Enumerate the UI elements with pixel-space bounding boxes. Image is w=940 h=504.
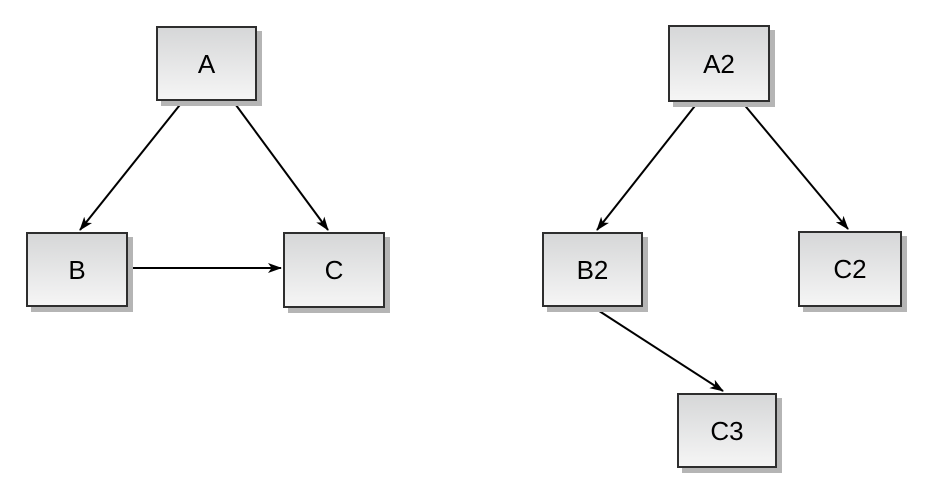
node-C3[interactable]: C3 [677,393,777,468]
edge-A-to-B [79,100,184,231]
node-A[interactable]: A [156,26,257,101]
edge-A2-to-C2 [741,101,849,230]
node-label-B: B [68,254,86,285]
node-label-C3: C3 [710,415,744,446]
node-B[interactable]: B [26,232,128,307]
node-label-B2: B2 [576,254,609,285]
node-B2[interactable]: B2 [542,232,643,307]
node-label-C2: C2 [833,254,867,284]
edge-A-to-C [232,100,329,231]
edge-A2-to-B2 [596,101,699,231]
node-A2[interactable]: A2 [668,25,770,102]
node-label-A2: A2 [703,48,735,79]
node-C2[interactable]: C2 [798,231,902,307]
edge-B2-to-C3 [592,306,724,392]
node-label-A: A [197,48,216,79]
node-label-C: C [324,255,344,285]
node-C[interactable]: C [283,232,385,308]
